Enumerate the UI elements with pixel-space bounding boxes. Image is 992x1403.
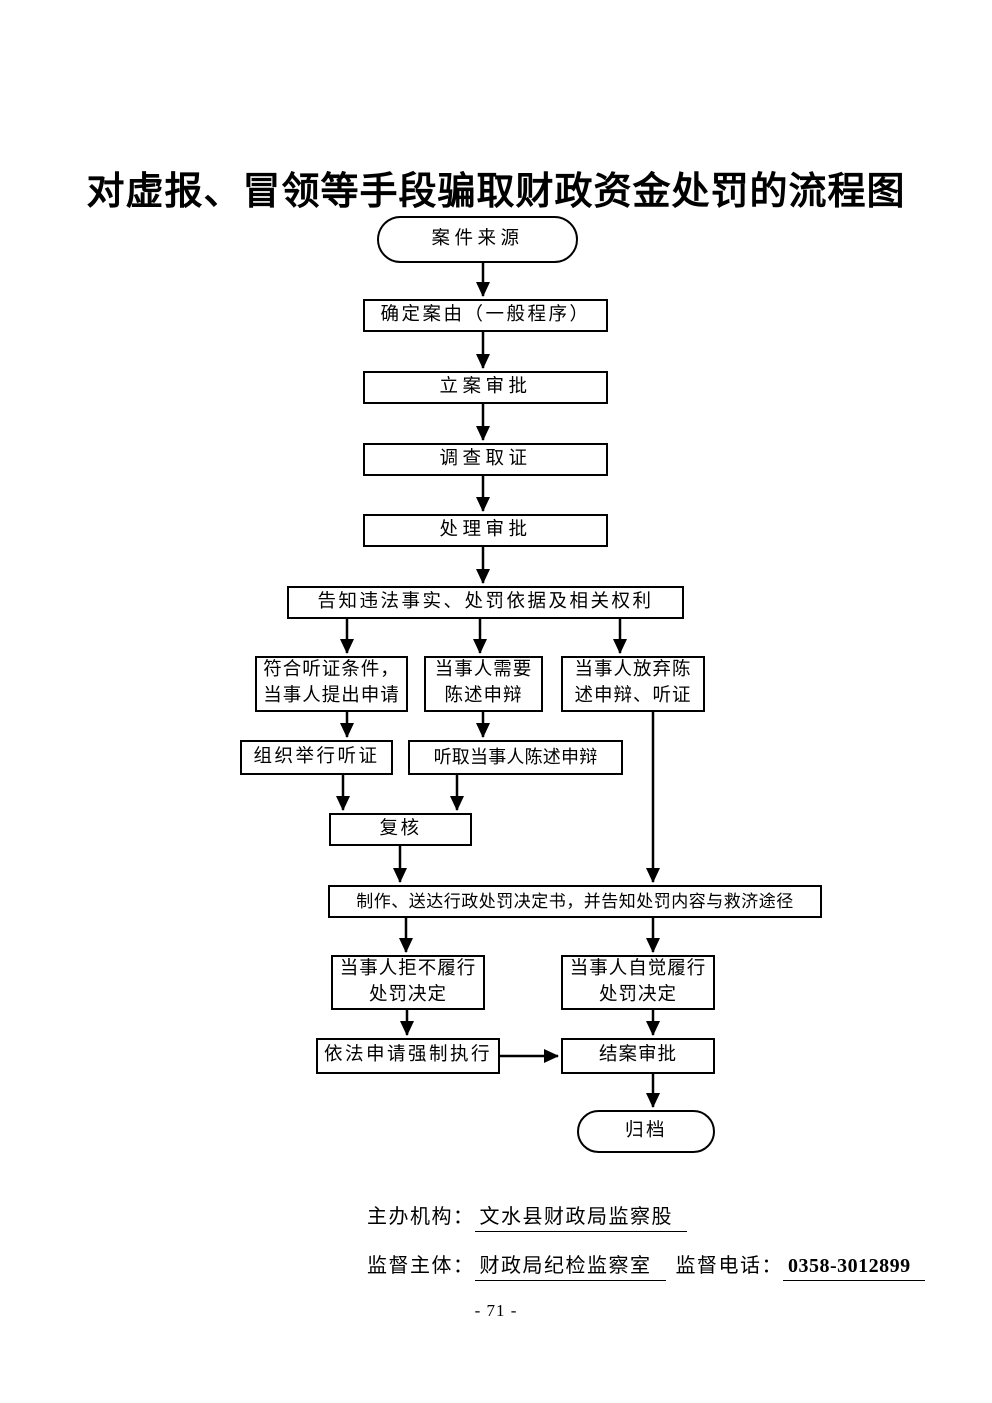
node-decision-delivery: 制作、送达行政处罚决定书，并告知处罚内容与救济途径 — [328, 885, 822, 918]
node-waive-statement-label: 当事人放弃陈 述申辩、听证 — [574, 660, 692, 706]
node-case-source: 案件来源 — [377, 216, 578, 263]
node-case-source-label: 案件来源 — [431, 228, 524, 249]
node-archive-label: 归档 — [624, 1120, 667, 1141]
organizer-value: 文水县财政局监察股 — [474, 1200, 687, 1232]
supervisor-value: 财政局纪检监察室 — [474, 1249, 666, 1281]
node-comply-perform: 当事人自觉履行 处罚决定 — [561, 955, 715, 1010]
node-refuse-perform: 当事人拒不履行 处罚决定 — [331, 955, 485, 1010]
node-investigation-evidence-label: 调查取证 — [439, 448, 532, 469]
node-comply-perform-label: 当事人自觉履行 处罚决定 — [569, 958, 707, 1005]
node-review: 复核 — [329, 813, 472, 846]
node-compulsory-enforcement: 依法申请强制执行 — [316, 1038, 500, 1074]
phone-label: 监督电话： — [675, 1255, 783, 1277]
node-handling-approval: 处理审批 — [363, 514, 608, 547]
node-organize-hearing-label: 组织举行听证 — [253, 746, 380, 767]
node-need-statement-label: 当事人需要 陈述申辩 — [434, 660, 533, 706]
supervisor-line: 监督主体：财政局纪检监察室监督电话：0358-3012899 — [367, 1249, 925, 1281]
node-close-case-approval-label: 结案审批 — [598, 1045, 677, 1066]
node-refuse-perform-label: 当事人拒不履行 处罚决定 — [339, 958, 477, 1005]
node-investigation-evidence: 调查取证 — [363, 443, 608, 476]
node-hearing-condition: 符合听证条件， 当事人提出申请 — [255, 656, 408, 712]
footer-info: 主办机构：文水县财政局监察股 监督主体：财政局纪检监察室监督电话：0358-30… — [367, 1200, 925, 1298]
page-number: - 71 - — [474, 1301, 518, 1320]
supervisor-label: 监督主体： — [367, 1255, 475, 1277]
node-organize-hearing: 组织举行听证 — [240, 740, 393, 775]
node-case-filing-approval-label: 立案审批 — [439, 376, 532, 397]
node-determine-cause-label: 确定案由（一般程序） — [380, 304, 591, 325]
node-waive-statement: 当事人放弃陈 述申辩、听证 — [561, 656, 705, 712]
node-compulsory-enforcement-label: 依法申请强制执行 — [323, 1045, 492, 1066]
node-decision-delivery-label: 制作、送达行政处罚决定书，并告知处罚内容与救济途径 — [356, 891, 794, 911]
node-handling-approval-label: 处理审批 — [439, 519, 532, 540]
organizer-line: 主办机构：文水县财政局监察股 — [367, 1200, 925, 1232]
phone-value: 0358-3012899 — [783, 1255, 925, 1281]
page-title: 对虚报、冒领等手段骗取财政资金处罚的流程图 — [86, 171, 906, 213]
node-case-filing-approval: 立案审批 — [363, 371, 608, 404]
node-listen-statement-label: 听取当事人陈述申辩 — [433, 746, 598, 767]
organizer-label: 主办机构： — [367, 1206, 475, 1228]
node-close-case-approval: 结案审批 — [561, 1038, 715, 1074]
node-hearing-condition-label: 符合听证条件， 当事人提出申请 — [263, 660, 400, 706]
node-need-statement: 当事人需要 陈述申辩 — [424, 656, 543, 712]
node-inform-rights-label: 告知违法事实、处罚依据及相关权利 — [317, 591, 654, 612]
node-archive: 归档 — [577, 1110, 715, 1153]
node-inform-rights: 告知违法事实、处罚依据及相关权利 — [287, 586, 684, 619]
node-listen-statement: 听取当事人陈述申辩 — [408, 740, 623, 775]
node-determine-cause: 确定案由（一般程序） — [363, 299, 608, 332]
node-review-label: 复核 — [379, 818, 422, 839]
